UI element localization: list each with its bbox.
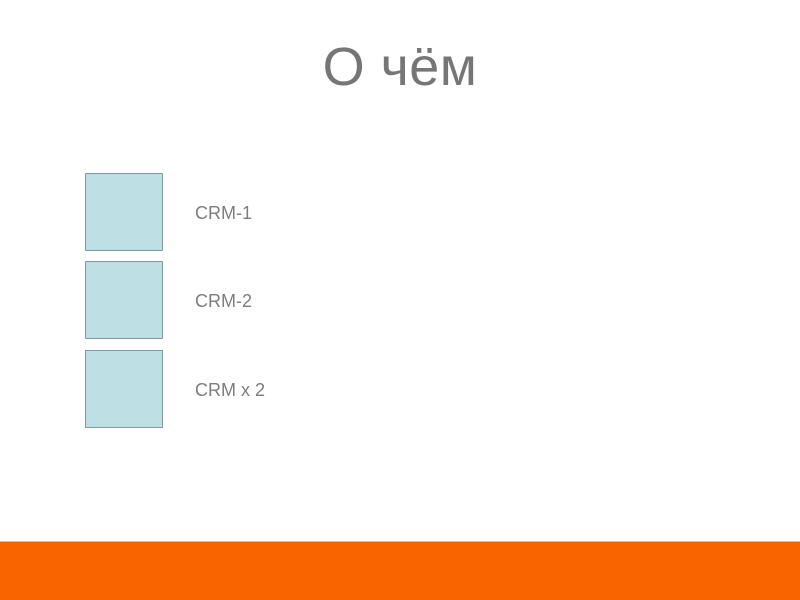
list-item[interactable]: CRM x 2 (85, 350, 505, 430)
crm-node-box-3[interactable] (85, 350, 163, 428)
crm-diagram: CRM-1 CRM-2 CRM x 2 (85, 173, 505, 431)
crm-node-label-3: CRM x 2 (195, 380, 266, 400)
page-title: О чём (322, 37, 478, 97)
list-item[interactable]: CRM-1 (85, 173, 505, 253)
crm-node-label-1: CRM-1 (195, 203, 252, 223)
footer-accent-band (0, 541, 800, 600)
crm-node-box-1[interactable] (85, 173, 163, 251)
footer-band-top-edge (0, 541, 800, 542)
list-item[interactable]: CRM-2 (85, 261, 505, 341)
crm-node-box-2[interactable] (85, 261, 163, 339)
crm-node-label-2: CRM-2 (195, 291, 252, 311)
